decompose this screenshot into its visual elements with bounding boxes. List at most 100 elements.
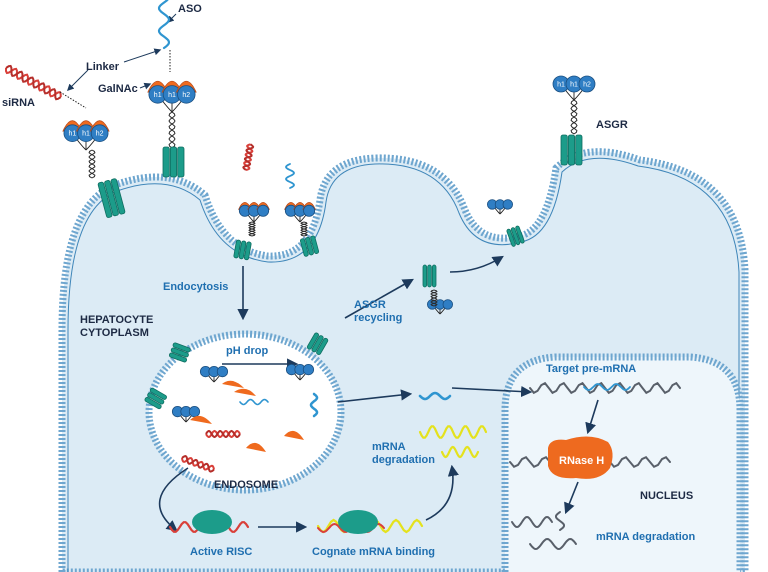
arrow-aso-release xyxy=(337,389,413,403)
degraded-mrna-yellow-2 xyxy=(440,445,480,459)
vesicle-sugars-sugar-3 xyxy=(442,299,454,310)
label-asgr-recycling-2: recycling xyxy=(354,312,402,324)
label-ph-drop: pH drop xyxy=(226,345,268,357)
endosome-sugars-lower xyxy=(171,405,201,423)
aso-galnac-cluster-sugar-3-disc xyxy=(177,85,196,104)
asgr-receptor-center-segment xyxy=(169,146,178,178)
asgr-receptor-right-segment xyxy=(560,134,568,166)
sirna-receptor-stalk xyxy=(88,149,96,179)
label-asgr-recycling-1: ASGR xyxy=(354,299,386,311)
aso-galnac-cluster-sugar-3: h2 xyxy=(177,85,196,104)
sirna-galnac-pit-sugar-3 xyxy=(257,204,270,217)
endosome-receptor-left-segment xyxy=(170,347,189,358)
endosome-receptor-lower xyxy=(144,387,167,410)
endosome-sugars-left xyxy=(199,365,229,383)
aso-receptor-stalk-strand xyxy=(168,111,176,149)
label-hepatocyte-1: HEPATOCYTE xyxy=(80,314,153,326)
asgr-receptor-pit-right-segment xyxy=(310,235,320,254)
sirna-duplex-pit-strand-b xyxy=(242,143,255,171)
label-nucleus-mrna-degradation: mRNA degradation xyxy=(596,531,695,543)
label-hepatocyte-2: CYTOPLASM xyxy=(80,327,149,339)
sirna-galnac-cluster-sugar-2-text: h1 xyxy=(82,131,90,138)
sirna-galnac-cluster-sugar-2: h1 xyxy=(77,124,95,142)
aso-galnac-pit xyxy=(284,202,316,223)
mrna-fragment-2 xyxy=(529,537,577,551)
mrna-fragment-3 xyxy=(555,511,565,531)
asgr-receptor-left-segment xyxy=(110,178,126,215)
asgr-free-sugars-sugar-1-text: h1 xyxy=(557,82,565,89)
asgr-receptor-recycled-segment xyxy=(515,225,525,244)
endosome-receptor-right-segment xyxy=(316,337,329,355)
asgr-receptor-vesicle xyxy=(422,264,437,288)
endosome-sugars-lower-sugar-3 xyxy=(188,405,201,418)
arrow-linker-pointer-aso xyxy=(123,48,162,63)
aso-strand-pit xyxy=(285,163,295,189)
endosome-receptor-right xyxy=(306,332,329,355)
label-cognate-mrna-binding: Cognate mRNA binding xyxy=(312,546,435,558)
risc-complex-bound xyxy=(338,510,378,534)
label-nucleus: NUCLEUS xyxy=(640,490,693,502)
asgr-receptor-vesicle-segment xyxy=(431,264,437,288)
asgr-receptor-right-segment xyxy=(567,134,576,166)
released-galnac-1 xyxy=(222,380,244,388)
rnase-h-enzyme xyxy=(548,436,613,479)
asgr-receptor-recycled xyxy=(506,225,525,247)
endosome-receptor-lower-segment xyxy=(144,397,162,410)
asgr-receptor-vesicle-segment xyxy=(427,264,432,288)
arrow-galnac-pointer xyxy=(139,82,152,90)
arrow-rnaseh-to-degradation xyxy=(564,481,579,515)
asgr-receptor-recycled-segment xyxy=(506,228,516,247)
arrow-premrna-to-rnaseh xyxy=(585,399,599,435)
aso-cytoplasm xyxy=(418,391,452,401)
arrow-binding-to-degradation xyxy=(425,464,459,521)
endosome-sugars-lower-sugar-3-disc xyxy=(188,405,201,418)
sirna-galnac-cluster-sugar-3: h2 xyxy=(90,124,109,142)
asgr-receptor-right xyxy=(560,134,583,166)
asgr-receptor-left xyxy=(97,178,126,218)
label-aso: ASO xyxy=(178,3,202,15)
label-rnase-h: RNase H xyxy=(559,455,604,467)
asgr-free-sugars-sugar-3-text: h2 xyxy=(583,82,591,89)
released-galnac-4 xyxy=(246,442,266,452)
sirna-galnac-cluster-sugar-3-text: h2 xyxy=(96,131,104,138)
sirna-duplex-outside xyxy=(5,64,62,101)
sirna-free-endosome xyxy=(181,455,215,473)
sirna-receptor-stalk-strand xyxy=(88,149,96,179)
asgr-receptor-pit-right xyxy=(299,235,320,257)
endosome-receptor-left-segment xyxy=(172,342,191,353)
asgr-receptor-pit-left-segment xyxy=(238,240,247,260)
pit-stalk-right xyxy=(300,221,308,237)
asgr-receptor-pit-right-segment xyxy=(305,236,314,256)
aso-galnac-pit-sugar-3-disc xyxy=(303,204,316,217)
target-pre-mrna xyxy=(529,381,681,395)
label-endocytosis: Endocytosis xyxy=(163,281,228,293)
aso-receptor-stalk xyxy=(168,111,176,149)
aso-strand-outside xyxy=(157,0,171,50)
asgr-receptor-pit-left-segment xyxy=(233,239,242,259)
vesicle-stalk xyxy=(430,289,438,307)
asgr-receptor-right-segment xyxy=(575,134,583,166)
label-mrna-degradation-1: mRNA xyxy=(372,441,406,453)
aso-galnac-cluster-sugar-3-text: h2 xyxy=(182,92,190,99)
endosome-sugars-right xyxy=(285,363,315,381)
asgr-receptor-center-segment xyxy=(177,146,185,178)
asgr-free-sugars-sugar-3-disc xyxy=(578,75,596,93)
asgr-receptor-center xyxy=(162,146,185,178)
aso-hybridized-premrna xyxy=(583,383,631,391)
asgr-free-sugars-sugar-2-text: h1 xyxy=(570,82,578,89)
asgr-receptor-left-segment xyxy=(97,181,113,218)
label-target-pre-mrna: Target pre-mRNA xyxy=(546,363,636,375)
aso-galnac-cluster-sugar-1-text: h1 xyxy=(154,92,162,99)
endosome-receptor-left-segment xyxy=(168,352,188,363)
released-galnac-2 xyxy=(234,388,256,396)
asgr-free-stalk xyxy=(570,99,578,135)
endosome-receptor-left xyxy=(168,342,191,363)
nucleus-membrane xyxy=(501,353,744,572)
asgr-receptor-pit-left-segment xyxy=(243,241,252,261)
endosome-receptor-right-segment xyxy=(306,332,319,350)
asgr-receptor-pit-right-segment xyxy=(299,238,309,257)
asgr-receptor-pit-left xyxy=(233,239,252,261)
